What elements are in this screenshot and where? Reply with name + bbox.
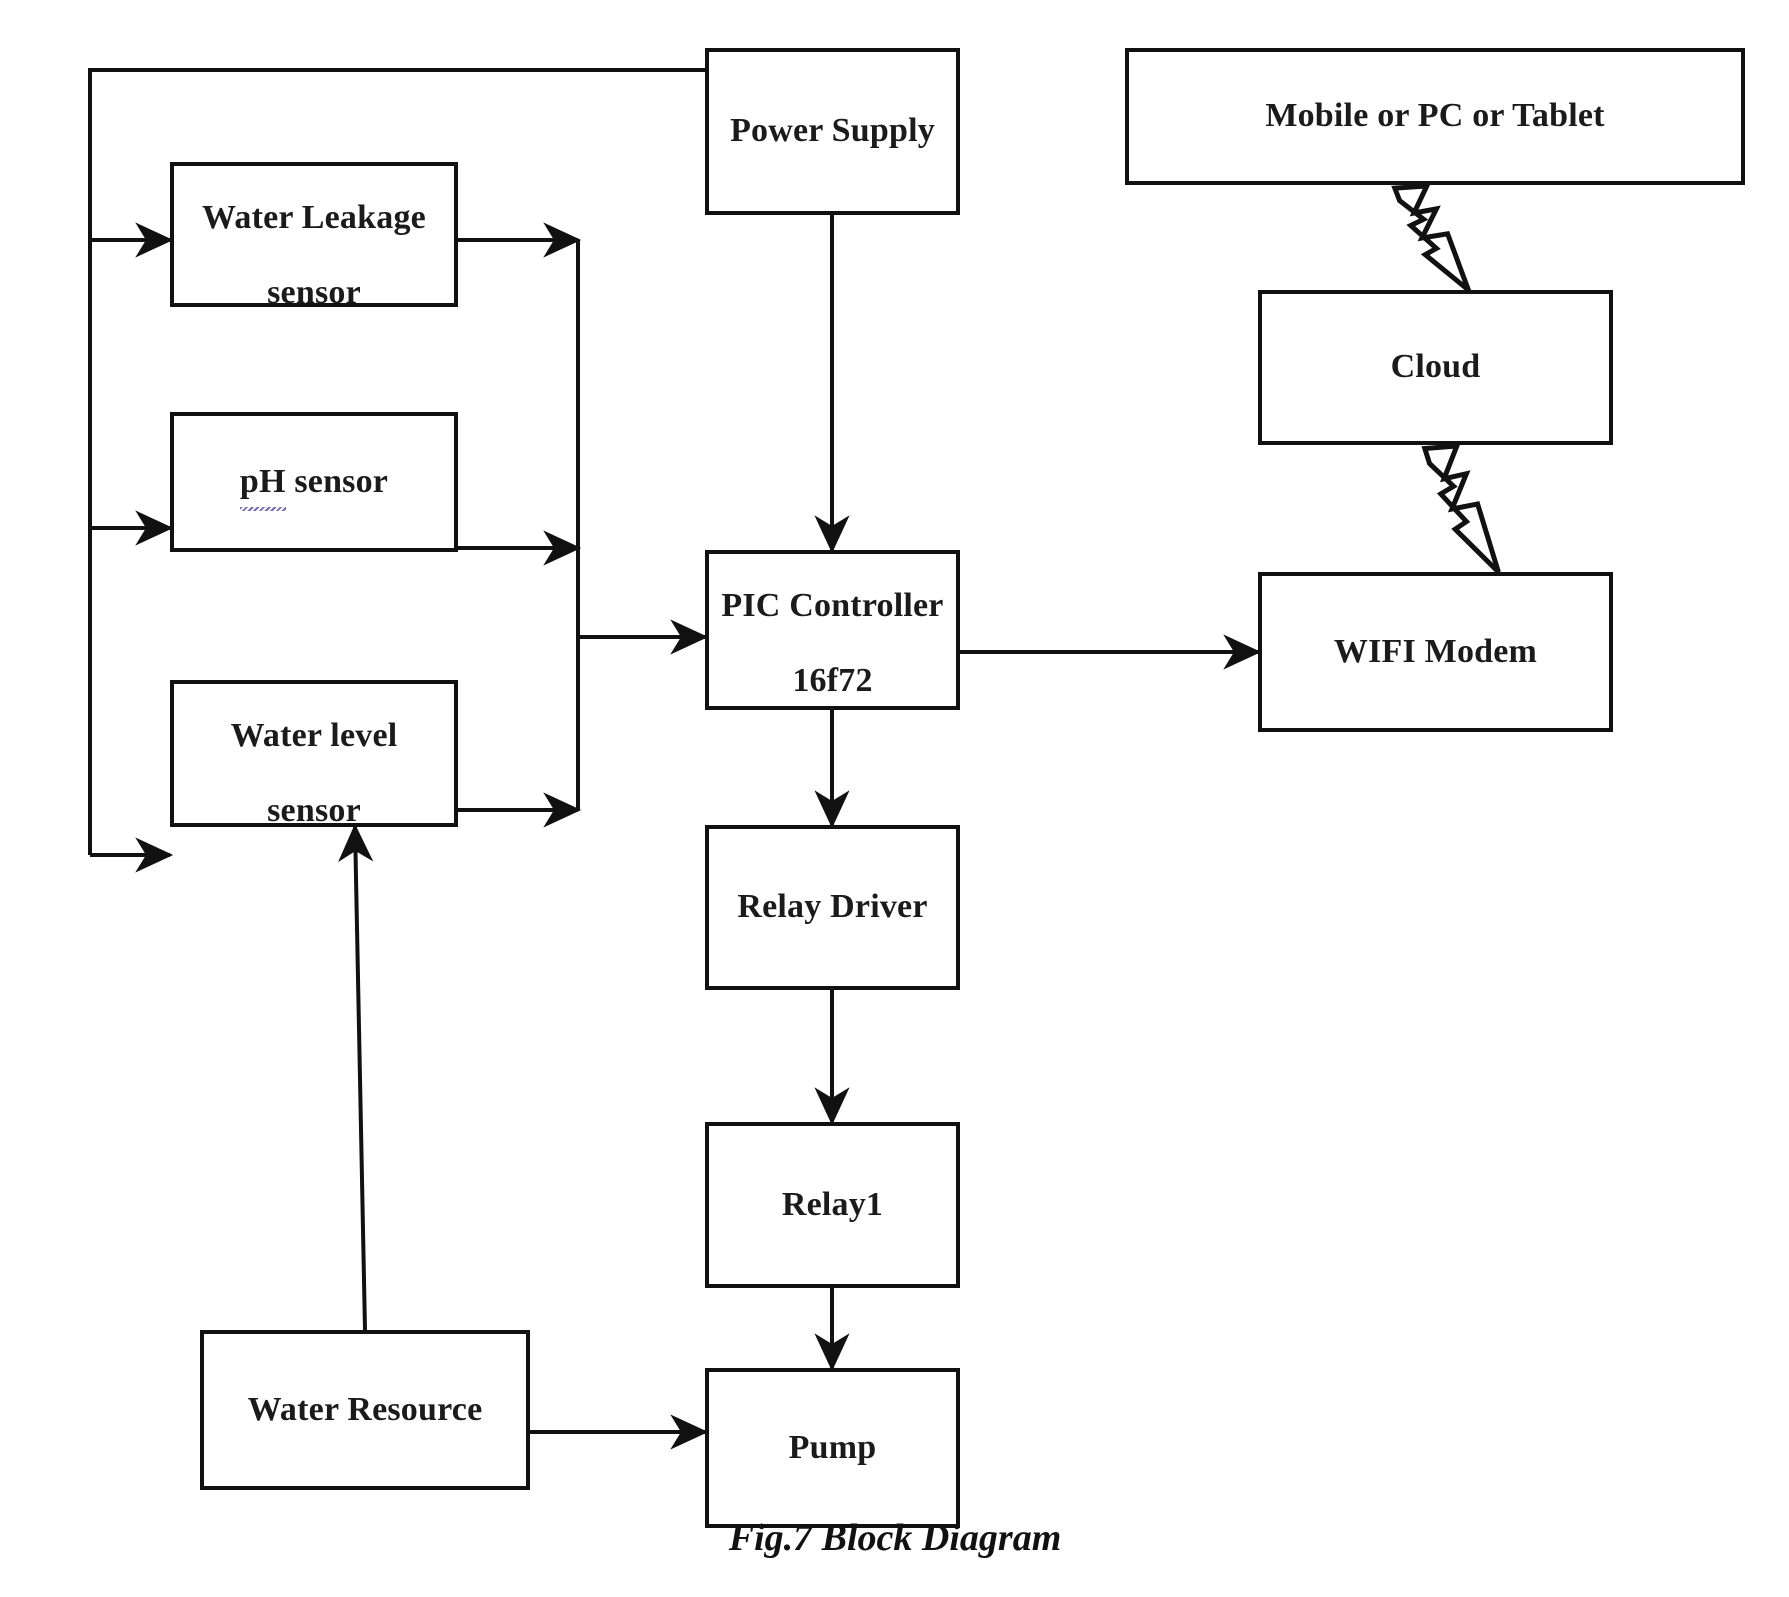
node-relay-driver: Relay Driver <box>705 825 960 990</box>
node-relay1-label-line-1: Relay1 <box>781 1185 884 1223</box>
node-pump-label-line-1: Pump <box>788 1428 877 1466</box>
node-cloud: Cloud <box>1258 290 1613 445</box>
lightning-bolt-shape <box>1421 443 1501 574</box>
lightning-icon-mobile-to-cloud-bolt <box>1391 183 1474 298</box>
node-water-leakage-sensor: Water Leakage sensor <box>170 162 458 311</box>
node-pump: Pump <box>705 1368 960 1528</box>
node-pic-controller: PIC Controller 16f72 <box>705 550 960 710</box>
lightning-bolt-shape <box>1391 183 1474 298</box>
node-water-level-sensor-label-line-2: sensor <box>267 791 361 829</box>
node-water-resource: Water Resource <box>200 1330 530 1490</box>
node-power-supply-label-line-1: Power Supply <box>730 112 935 150</box>
node-pic-controller-label-line-2: 16f72 <box>792 661 873 699</box>
connector-power-bus-to-sensors <box>88 68 705 855</box>
node-mobile-pc-tablet: Mobile or PC or Tablet <box>1125 48 1745 185</box>
node-wifi-modem-label-line-1: WIFI Modem <box>1333 632 1538 670</box>
node-cloud-label-line-1: Cloud <box>1390 348 1481 386</box>
node-ph-sensor: pH sensor <box>170 412 458 552</box>
connectors <box>88 68 1262 1450</box>
node-relay1: Relay1 <box>705 1122 960 1288</box>
connector-water-resource-to-level-sensor <box>338 823 374 1331</box>
lightning-icon-cloud-to-wifi-bolt <box>1421 443 1501 574</box>
node-power-supply: Power Supply <box>705 48 960 215</box>
node-water-leakage-sensor-label-line-1: Water Leakage <box>202 199 426 236</box>
node-relay-driver-label-line-1: Relay Driver <box>737 888 928 926</box>
node-water-resource-label-line-1: Water Resource <box>247 1390 483 1428</box>
figure-caption: Fig.7 Block Diagram <box>728 1517 1062 1559</box>
node-ph-sensor-label-line-1: pH sensor <box>239 456 388 512</box>
spellcheck-underline: pH <box>239 456 286 512</box>
node-wifi-modem: WIFI Modem <box>1258 572 1613 732</box>
node-mobile-pc-tablet-label-line-1: Mobile or PC or Tablet <box>1265 97 1605 135</box>
node-water-leakage-sensor-label-line-2: sensor <box>267 273 361 311</box>
node-water-level-sensor-label-line-1: Water level <box>230 717 398 754</box>
node-water-level-sensor: Water level sensor <box>170 680 458 829</box>
node-pic-controller-label-line-1: PIC Controller <box>721 587 944 624</box>
